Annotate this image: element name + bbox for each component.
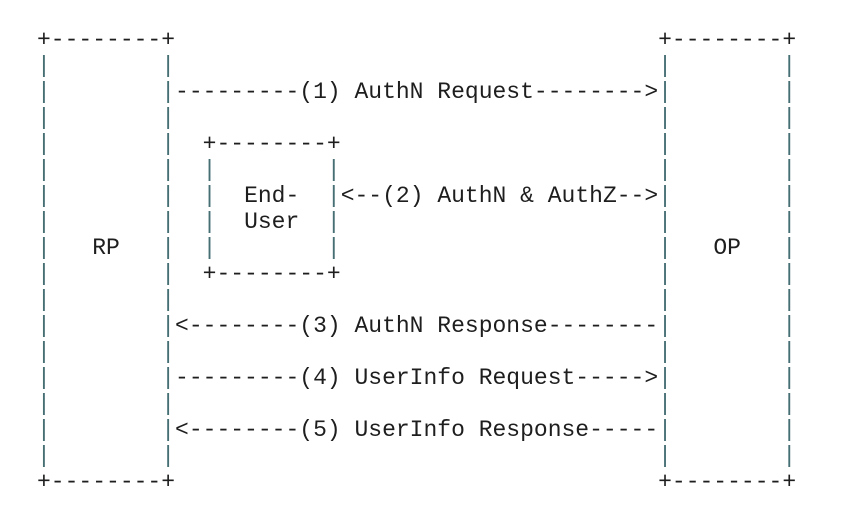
ascii-diagram: +--------+ +--------+ | | | | | |-------…	[37, 27, 797, 495]
protocol-flow-diagram: +--------+ +--------+ | | | | | |-------…	[37, 27, 796, 495]
